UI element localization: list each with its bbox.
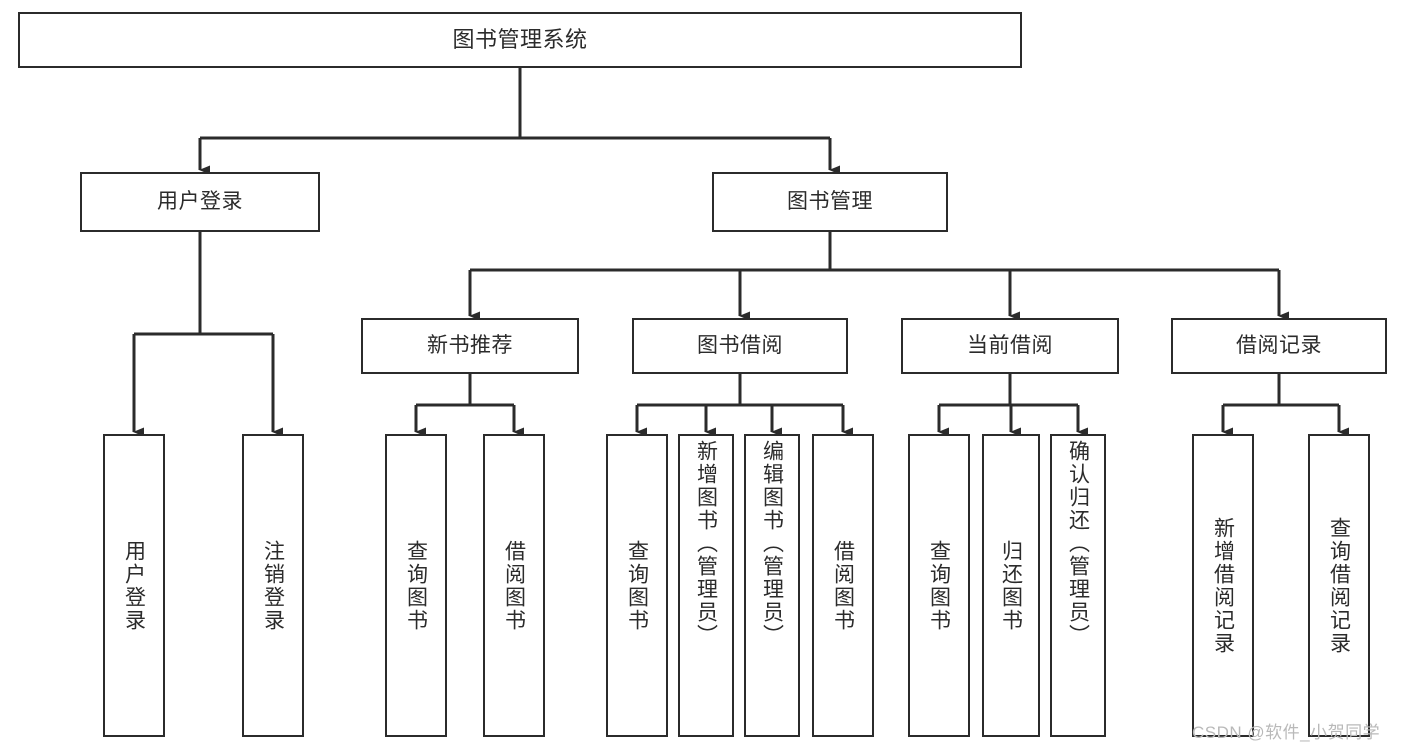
node-label: 归还图书	[999, 539, 1023, 632]
node-label: 借阅记录	[1236, 333, 1322, 357]
node-leaf-query-book-2: 查询图书	[606, 434, 668, 737]
node-leaf-query-book-3: 查询图书	[908, 434, 970, 737]
node-book-borrow: 图书借阅	[632, 318, 848, 374]
node-leaf-borrow-book-1: 借阅图书	[483, 434, 545, 737]
watermark: CSDN @软件_小贺同学	[1192, 723, 1381, 742]
node-label: 新增借阅记录	[1211, 516, 1235, 655]
node-label: 借阅图书	[831, 539, 855, 632]
node-label: 借阅图书	[502, 539, 526, 632]
node-label: 图书管理	[787, 189, 873, 213]
node-leaf-user-login: 用户登录	[103, 434, 165, 737]
node-label: 查询图书	[404, 539, 428, 632]
node-label: 注销登录	[261, 539, 285, 632]
node-label: 新书推荐	[427, 333, 513, 357]
node-leaf-confirm-return: 确认归还（管理员）	[1050, 434, 1106, 737]
edge-group	[132, 68, 1349, 437]
node-root: 图书管理系统	[18, 12, 1022, 68]
node-label: 用户登录	[157, 189, 243, 213]
node-leaf-add-record: 新增借阅记录	[1192, 434, 1254, 737]
node-book-manage: 图书管理	[712, 172, 948, 232]
node-label: 当前借阅	[967, 333, 1053, 357]
node-label: 查询图书	[927, 539, 951, 632]
node-label: 图书借阅	[697, 333, 783, 357]
node-current-borrow: 当前借阅	[901, 318, 1119, 374]
node-label: 查询图书	[625, 539, 649, 632]
node-label: 图书管理系统	[452, 27, 588, 53]
node-label: 查询借阅记录	[1327, 516, 1351, 655]
node-leaf-return-book: 归还图书	[982, 434, 1040, 737]
node-leaf-user-logout: 注销登录	[242, 434, 304, 737]
node-borrow-record: 借阅记录	[1171, 318, 1387, 374]
node-label: 编辑图书（管理员）	[760, 440, 784, 647]
node-new-book-rec: 新书推荐	[361, 318, 579, 374]
node-label: 确认归还（管理员）	[1066, 440, 1090, 647]
node-leaf-query-book-1: 查询图书	[385, 434, 447, 737]
node-leaf-edit-book: 编辑图书（管理员）	[744, 434, 800, 737]
node-user-login: 用户登录	[80, 172, 320, 232]
node-leaf-query-record: 查询借阅记录	[1308, 434, 1370, 737]
node-label: 新增图书（管理员）	[694, 440, 718, 647]
node-leaf-add-book: 新增图书（管理员）	[678, 434, 734, 737]
node-leaf-borrow-book-2: 借阅图书	[812, 434, 874, 737]
node-label: 用户登录	[122, 539, 146, 632]
